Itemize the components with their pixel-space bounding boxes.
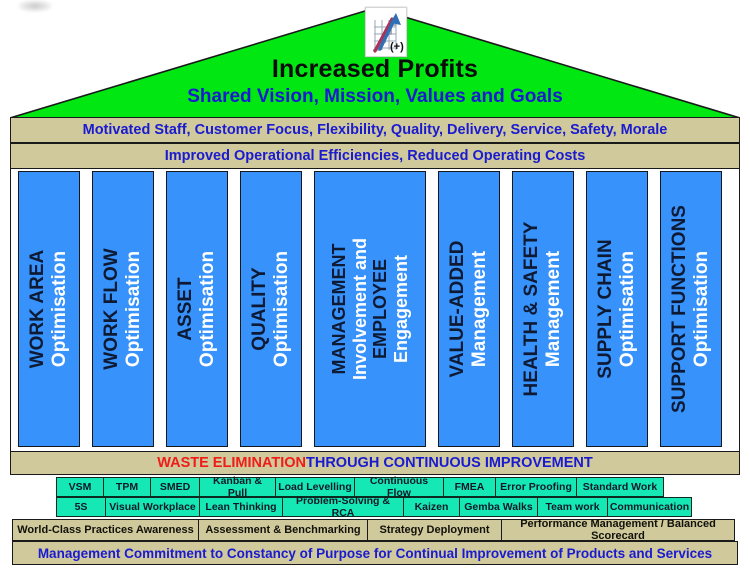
tool-cell[interactable]: Kanban & Pull [199,475,276,499]
pillar-line: VALUE-ADDED [446,240,468,378]
pillar-line: Management [469,250,490,368]
foundation-cell[interactable]: Performance Management / Balanced Scorec… [501,518,735,542]
tool-cell[interactable]: Communication [607,497,692,517]
pillar-line: HEALTH & SAFETY [520,221,542,397]
growth-chart-plus-icon: (+) [365,7,407,57]
foundation-cell[interactable]: World-Class Practices Awareness [12,519,199,541]
pillar-line: ASSET [174,277,196,341]
pillar-line: QUALITY [248,267,270,351]
tool-cell[interactable]: Visual Workplace [105,497,200,517]
pillar-line: SUPPLY CHAIN [594,239,616,379]
pillar-line: Optimisation [197,250,218,368]
tool-cell[interactable]: Lean Thinking [199,497,283,517]
roof-title: Increased Profits [271,55,479,83]
foundation-cell[interactable]: Strategy Deployment [367,519,502,541]
svg-text:(+): (+) [390,41,404,53]
base-commitment-bar: Management Commitment to Constancy of Pu… [12,541,738,565]
tool-cell[interactable]: SMED [150,477,200,497]
pillar-line: Engagement [390,254,411,364]
pillar-line: MANAGEMENT [328,243,349,375]
tool-cell[interactable]: Continuous Flow [354,475,444,499]
waste-bar-blue-text: THROUGH CONTINUOUS IMPROVEMENT [305,455,593,471]
foundation-cell[interactable]: Assessment & Benchmarking [198,519,368,541]
pillar-line: Management [543,250,564,368]
tool-cell[interactable]: VSM [56,477,104,497]
tool-cell[interactable]: Error Proofing [495,477,577,497]
pillar-line: WORK AREA [26,249,48,369]
tool-cell[interactable]: FMEA [443,477,496,497]
beam-1: Motivated Staff, Customer Focus, Flexibi… [10,117,740,143]
pillar-line: Involvement and [349,237,370,381]
beam-2: Improved Operational Efficiencies, Reduc… [10,143,740,169]
image-artifact [18,0,52,12]
tool-cell[interactable]: 5S [56,497,106,517]
pillar-line: Optimisation [123,250,144,368]
roof: (+) Increased Profits Shared Vision, Mis… [10,7,740,120]
pillar-line: Optimisation [617,250,638,368]
tool-cell[interactable]: Team work [537,497,608,517]
pillar-line: Optimisation [691,250,712,368]
pillar-line: EMPLOYEE [370,258,390,360]
tool-cell[interactable]: Problem-Solving & RCA [282,495,404,519]
waste-bar-red-text: WASTE ELIMINATION [157,455,306,471]
roof-triangle-shape [10,8,740,120]
tool-cell[interactable]: Gemba Walks [459,497,538,517]
tool-cell[interactable]: TPM [103,477,151,497]
pillar-line: Optimisation [49,250,70,368]
tool-cell[interactable]: Standard Work [576,477,664,497]
pillar-line: SUPPORT FUNCTIONS [668,205,690,413]
pillar-line: WORK FLOW [100,248,122,370]
roof-text-block: Increased Profits Shared Vision, Mission… [10,56,740,108]
roof-subtitle: Shared Vision, Mission, Values and Goals [187,86,563,107]
waste-elimination-bar: WASTE ELIMINATION THROUGH CONTINUOUS IMP… [10,451,740,475]
tool-cell[interactable]: Kaizen [403,497,460,517]
tool-cell[interactable]: Load Levelling [275,477,355,497]
pillar-line: Optimisation [271,250,292,368]
